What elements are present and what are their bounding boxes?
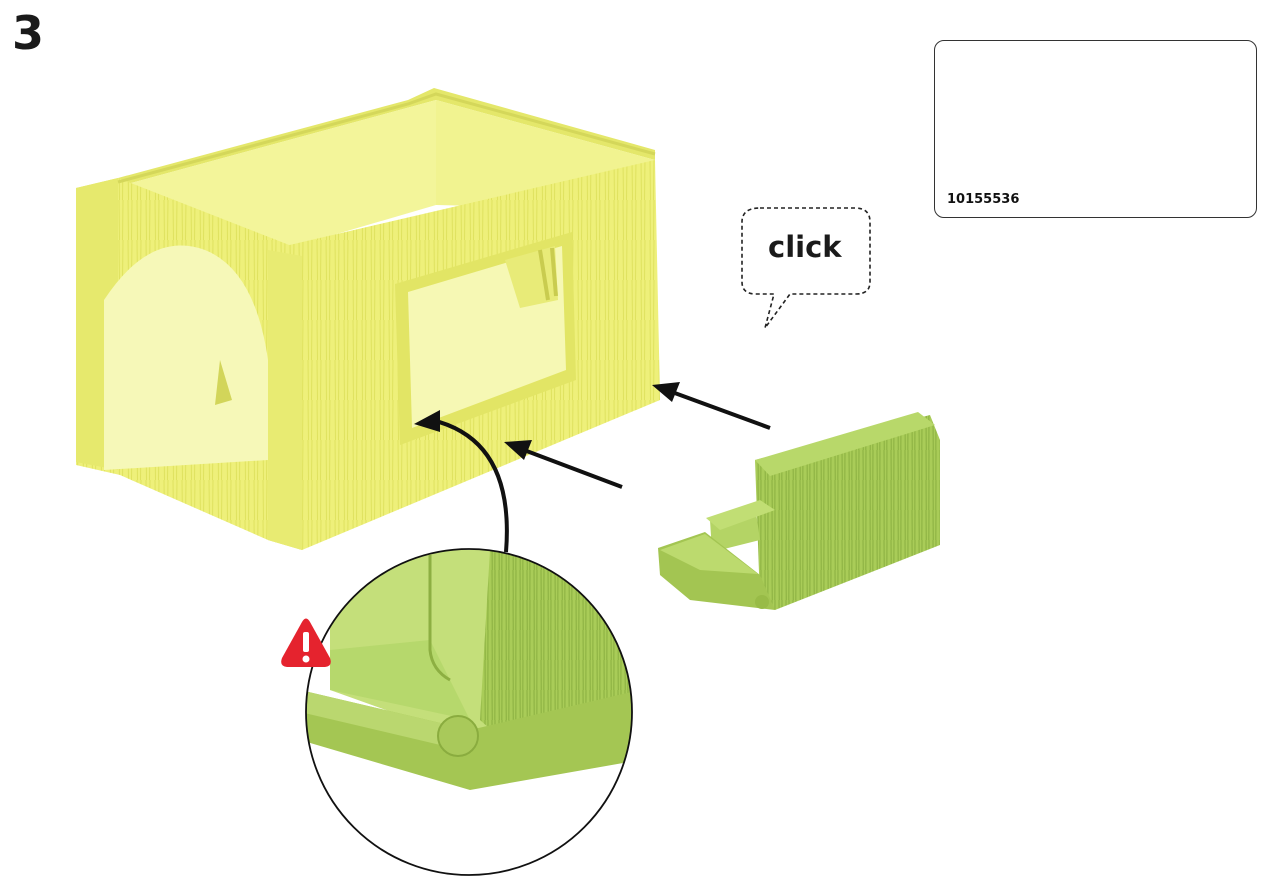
curved-arrow-icon <box>431 418 509 553</box>
green-bench-part <box>658 412 940 610</box>
click-callout-bubble <box>741 207 871 329</box>
detail-zoom-circle <box>305 548 633 876</box>
parts-list-box: 10155536 <box>934 40 1257 218</box>
arrow-icon <box>504 382 771 489</box>
part-number: 10155536 <box>947 192 1020 207</box>
step-number: 3 <box>12 6 46 60</box>
house-shell <box>76 88 660 550</box>
click-callout-text: click <box>768 230 842 264</box>
warning-icon <box>281 618 331 667</box>
